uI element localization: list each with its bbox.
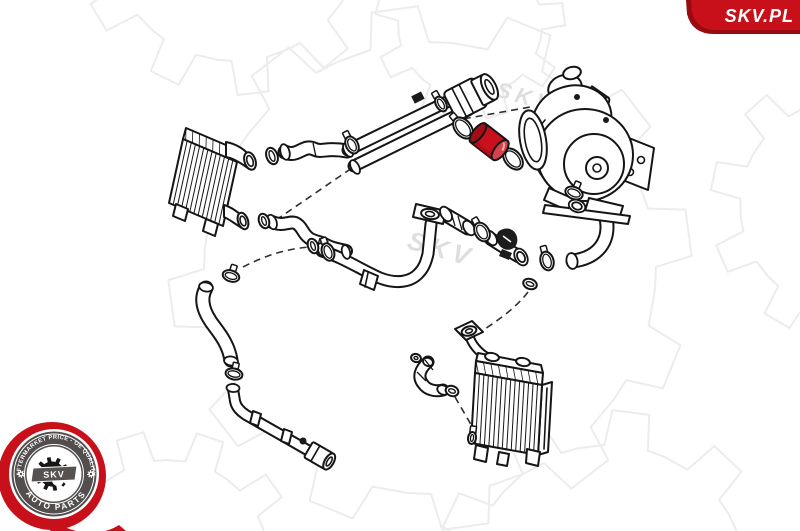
assembly-dashed-line xyxy=(275,169,350,221)
o-ring xyxy=(522,277,538,291)
bottom-pipe-details xyxy=(249,410,337,471)
hose-end-cap xyxy=(462,219,476,237)
hose-end-cap xyxy=(439,205,453,223)
hose-end-cap xyxy=(349,159,361,175)
hose-ic1-top xyxy=(277,140,355,161)
right-intercooler xyxy=(454,320,553,467)
ic2-elbow-hose xyxy=(413,355,450,398)
o-ring xyxy=(444,384,460,398)
hose-clamp xyxy=(539,244,555,272)
gear-watermark xyxy=(441,409,743,531)
pipe-connector xyxy=(443,73,500,121)
gear-watermark xyxy=(89,0,382,96)
pipe-clip xyxy=(411,91,425,104)
badge-separator-gear-icon xyxy=(87,470,95,478)
badge-swoosh-tail xyxy=(50,522,126,531)
assembly-dashed-line xyxy=(479,291,529,333)
pipe-bracket xyxy=(359,269,379,291)
badge-center-banner xyxy=(30,465,78,483)
hose-end-cap xyxy=(198,281,214,293)
left-intercooler xyxy=(168,127,257,237)
intercooler-foot xyxy=(172,203,189,222)
hose-end-cap xyxy=(565,252,579,270)
turbo-inlet xyxy=(518,109,548,171)
pipe-bolt xyxy=(299,437,307,445)
hose-clamp xyxy=(564,180,584,201)
hose-clamp xyxy=(431,89,448,113)
gear-watermark xyxy=(374,0,566,120)
hose-clamp xyxy=(448,111,474,140)
hose-end-cap xyxy=(225,383,241,393)
turbocharger xyxy=(518,65,655,225)
hose-clamp xyxy=(341,129,360,155)
hose-clamp xyxy=(221,263,241,283)
s-hose xyxy=(195,280,239,368)
intercooler-fins xyxy=(172,140,234,225)
tank-hatching xyxy=(475,360,544,386)
intercooler-foot xyxy=(525,448,541,467)
banner-background xyxy=(691,0,800,30)
pipe-tab xyxy=(249,410,262,427)
skv-banner: SKV.PL xyxy=(686,0,800,34)
pipe-end-fitting xyxy=(303,441,337,471)
o-ring xyxy=(257,212,271,230)
gear-watermark xyxy=(709,94,800,329)
hose-clamp xyxy=(224,361,244,381)
hose-clamp xyxy=(471,216,491,243)
mid-rigid-pipe xyxy=(315,217,438,289)
charge-pipe-lower xyxy=(347,103,475,173)
o-ring xyxy=(306,237,320,255)
intercooler-foot xyxy=(202,218,219,237)
clamps-and-orings xyxy=(198,89,587,445)
pipe-tab xyxy=(280,428,293,445)
bottom-pipe xyxy=(227,383,324,462)
skv-badge: AFTERMARKET PRICE - OE QUALITY AUTO PART… xyxy=(0,422,126,531)
hose-clamp xyxy=(466,425,478,445)
hose-end-cap xyxy=(340,244,352,260)
hose-end-cap xyxy=(571,201,583,211)
hose-end-cap xyxy=(279,143,291,161)
intercooler-foot xyxy=(496,451,510,467)
badge-center-label: SKV xyxy=(43,469,65,480)
hose-end-cap xyxy=(516,250,526,264)
mid-pipe-details xyxy=(359,203,518,291)
banner-label: SKV.PL xyxy=(725,6,794,26)
o-ring xyxy=(265,146,279,166)
o-ring xyxy=(410,352,422,364)
intercooler-fins xyxy=(474,373,539,455)
badge-separator-gear-icon xyxy=(17,470,25,478)
intercooler-foot xyxy=(473,444,489,463)
assembly-dashed-line xyxy=(242,246,310,268)
assembly-dashed-line xyxy=(454,396,474,429)
highlighted-charger-hose xyxy=(468,122,510,162)
hose-clamp xyxy=(319,236,336,262)
